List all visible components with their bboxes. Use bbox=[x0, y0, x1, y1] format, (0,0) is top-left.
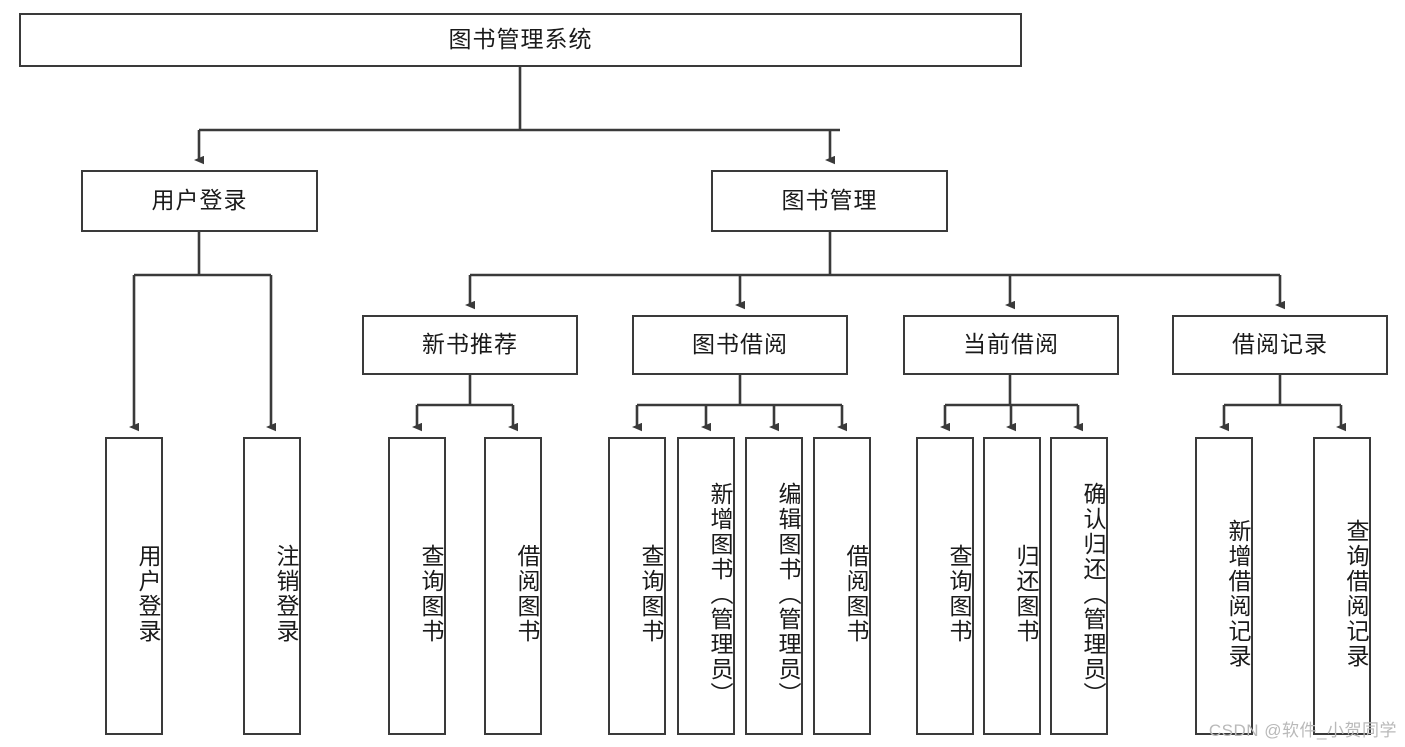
node-label: 用户登录 bbox=[135, 544, 161, 644]
node-book-borrow[interactable]: 图书借阅 bbox=[632, 315, 848, 375]
node-label: 注销登录 bbox=[273, 544, 299, 644]
watermark: CSDN @软件_小贺同学 bbox=[1208, 721, 1397, 740]
node-label: 当前借阅 bbox=[963, 331, 1059, 358]
leaf-query-borrow-record[interactable]: 查询借阅记录 bbox=[1313, 437, 1371, 735]
leaf-add-borrow-record[interactable]: 新增借阅记录 bbox=[1195, 437, 1253, 735]
node-user-login[interactable]: 用户登录 bbox=[81, 170, 318, 232]
node-label: 确认归还（管理员） bbox=[1080, 481, 1106, 707]
leaf-add-book[interactable]: 新增图书（管理员） bbox=[677, 437, 735, 735]
leaf-query-book-recommend[interactable]: 查询图书 bbox=[388, 437, 446, 735]
node-label: 查询图书 bbox=[946, 544, 972, 644]
node-label: 图书管理系统 bbox=[448, 26, 593, 53]
leaf-borrow-book[interactable]: 借阅图书 bbox=[813, 437, 871, 735]
node-label: 查询图书 bbox=[418, 544, 444, 644]
leaf-logout-login[interactable]: 注销登录 bbox=[243, 437, 301, 735]
node-label: 借阅图书 bbox=[843, 544, 869, 644]
node-label: 图书管理 bbox=[781, 187, 878, 214]
node-label: 新增图书（管理员） bbox=[707, 481, 733, 707]
node-label: 图书借阅 bbox=[692, 331, 788, 358]
node-label: 借阅记录 bbox=[1232, 331, 1328, 358]
leaf-confirm-return[interactable]: 确认归还（管理员） bbox=[1050, 437, 1108, 735]
node-label: 新增借阅记录 bbox=[1225, 519, 1251, 669]
node-label: 查询借阅记录 bbox=[1343, 519, 1369, 669]
node-label: 编辑图书（管理员） bbox=[775, 481, 801, 707]
leaf-query-book-borrow[interactable]: 查询图书 bbox=[608, 437, 666, 735]
node-book-manage[interactable]: 图书管理 bbox=[711, 170, 948, 232]
node-book-management-system[interactable]: 图书管理系统 bbox=[19, 13, 1022, 67]
leaf-query-book-current[interactable]: 查询图书 bbox=[916, 437, 974, 735]
leaf-edit-book[interactable]: 编辑图书（管理员） bbox=[745, 437, 803, 735]
leaf-return-book[interactable]: 归还图书 bbox=[983, 437, 1041, 735]
node-label: 查询图书 bbox=[638, 544, 664, 644]
node-label: 新书推荐 bbox=[422, 331, 518, 358]
leaf-user-login[interactable]: 用户登录 bbox=[105, 437, 163, 735]
node-new-book-recommend[interactable]: 新书推荐 bbox=[362, 315, 578, 375]
node-current-borrow[interactable]: 当前借阅 bbox=[903, 315, 1119, 375]
node-label: 归还图书 bbox=[1013, 544, 1039, 644]
leaf-borrow-book-recommend[interactable]: 借阅图书 bbox=[484, 437, 542, 735]
node-label: 用户登录 bbox=[151, 187, 248, 214]
node-borrow-record[interactable]: 借阅记录 bbox=[1172, 315, 1388, 375]
node-label: 借阅图书 bbox=[514, 544, 540, 644]
